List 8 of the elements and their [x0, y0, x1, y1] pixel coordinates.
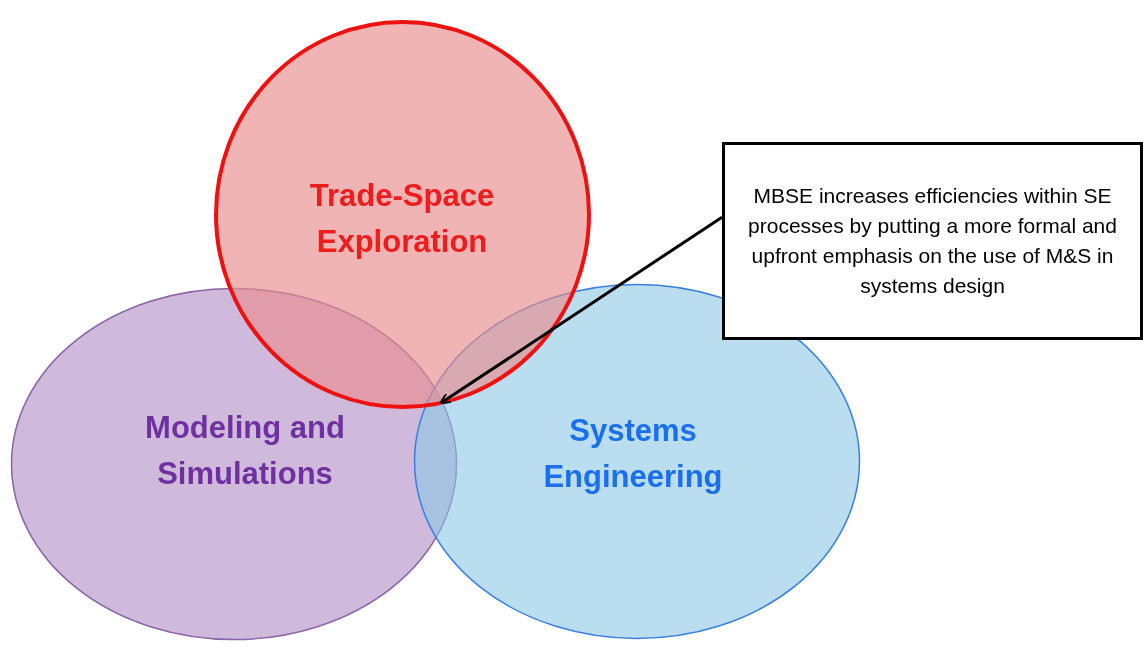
venn-ellipse	[413, 283, 861, 640]
note-text: MBSE increases efficiencies within SE processes by putting a more formal and upfront emphasis on the use of M&S in systems design	[747, 183, 1118, 299]
circle-label: Modeling and Simulations	[144, 409, 346, 493]
circle-label: Trade-Space Exploration	[308, 177, 496, 261]
leader-arrow	[439, 216, 723, 405]
circle-label: Systems Engineering	[542, 412, 724, 496]
venn-ellipse	[212, 18, 593, 411]
note-box	[722, 142, 1143, 340]
